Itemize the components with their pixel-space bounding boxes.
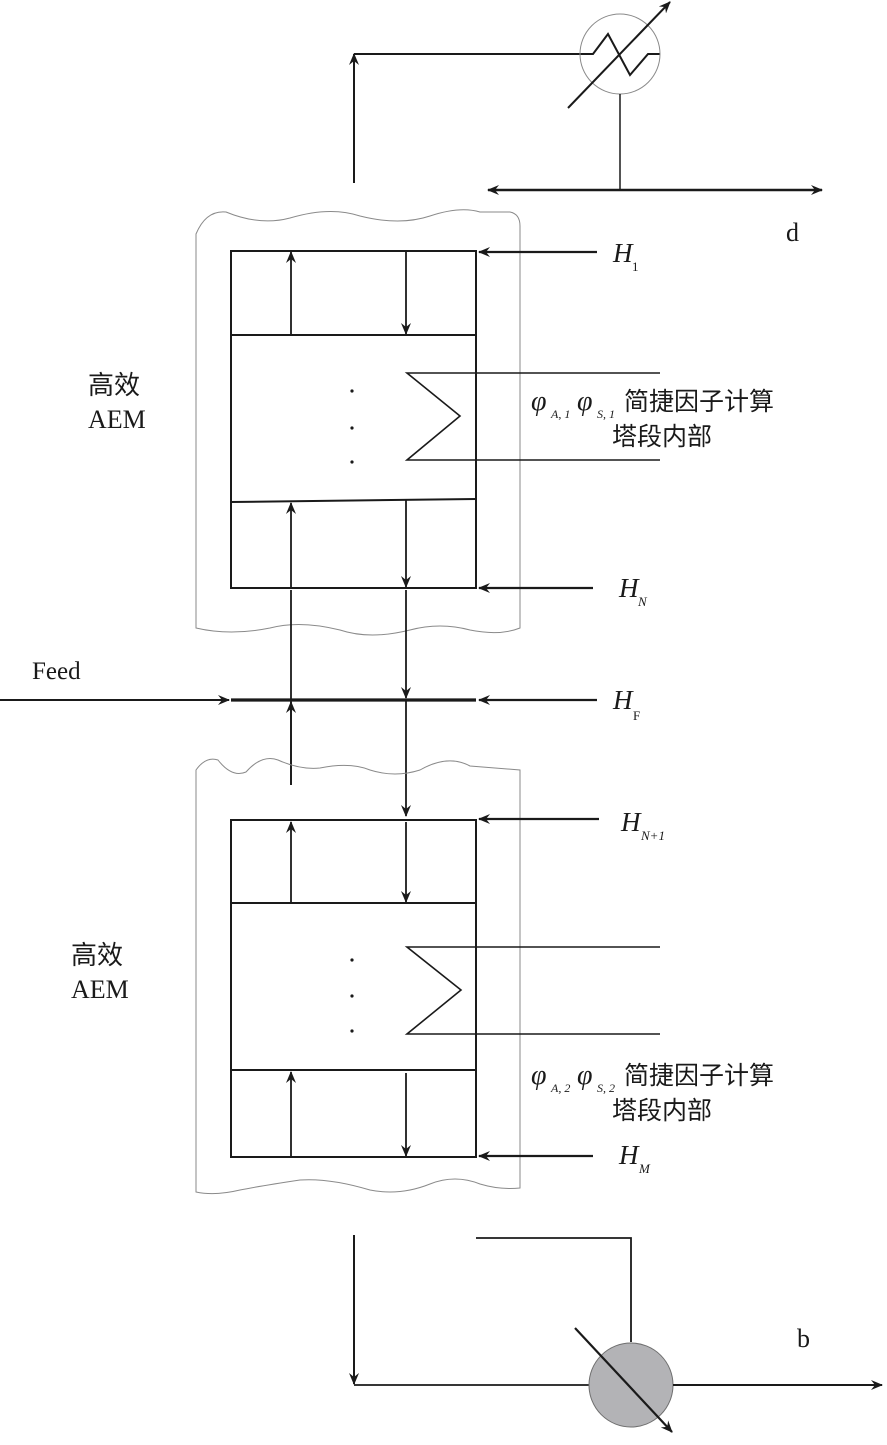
feed-label: Feed [32, 658, 81, 685]
lower-section-box [230, 819, 660, 1158]
bottoms-label: b [797, 1324, 810, 1353]
condenser-icon [349, 1, 671, 190]
svg-text:1: 1 [632, 259, 639, 274]
stage-label-hf: H F [612, 685, 640, 723]
upper-section-jacket [195, 209, 521, 636]
stage-label-h1: H 1 [612, 238, 639, 274]
svg-text:简捷因子计算: 简捷因子计算 [624, 387, 774, 416]
svg-text:S, 2: S, 2 [597, 1081, 615, 1095]
distillate-label: d [786, 218, 799, 247]
svg-text:A, 1: A, 1 [550, 407, 570, 421]
upper-section-label-cn: 高效 [88, 371, 140, 401]
upper-bracket [404, 372, 660, 461]
stage-label-hn: H N [618, 573, 648, 609]
svg-text:S, 1: S, 1 [597, 407, 615, 421]
svg-text:H: H [620, 807, 642, 837]
svg-text:φ: φ [577, 386, 593, 417]
lower-bracket [404, 946, 660, 1035]
svg-text:H: H [612, 238, 634, 268]
svg-text:塔段内部: 塔段内部 [612, 422, 712, 451]
lower-section-label-cn: 高效 [71, 941, 123, 971]
svg-text:A, 2: A, 2 [550, 1081, 570, 1095]
stage-label-hm: H M [618, 1140, 651, 1176]
ellipsis-dot [350, 958, 354, 962]
svg-text:φ: φ [531, 1060, 547, 1091]
svg-text:φ: φ [577, 1060, 593, 1091]
upper-section-label-aem: AEM [88, 405, 146, 434]
svg-text:N: N [637, 594, 648, 609]
svg-text:H: H [618, 573, 640, 603]
ellipsis-dot [350, 426, 354, 430]
svg-text:H: H [618, 1140, 640, 1170]
ellipsis-dot [350, 389, 354, 393]
stage-label-hn1: H N+1 [620, 807, 665, 843]
svg-text:F: F [633, 708, 640, 723]
svg-text:φ: φ [531, 386, 547, 417]
lower-section-label-aem: AEM [71, 975, 129, 1004]
svg-text:塔段内部: 塔段内部 [612, 1096, 712, 1125]
upper-factor-label: φ A, 1 φ S, 1 简捷因子计算 塔段内部 [531, 386, 774, 451]
upper-section-box [230, 250, 660, 589]
lower-section-jacket [195, 758, 521, 1195]
ellipsis-dot [350, 460, 354, 464]
svg-text:H: H [612, 685, 634, 715]
ellipsis-dot [350, 994, 354, 998]
svg-text:M: M [638, 1161, 651, 1176]
ellipsis-dot [350, 1029, 354, 1033]
reboiler-icon [349, 1235, 674, 1433]
svg-text:简捷因子计算: 简捷因子计算 [624, 1061, 774, 1090]
svg-text:N+1: N+1 [640, 828, 665, 843]
lower-factor-label: φ A, 2 φ S, 2 简捷因子计算 塔段内部 [531, 1060, 774, 1125]
